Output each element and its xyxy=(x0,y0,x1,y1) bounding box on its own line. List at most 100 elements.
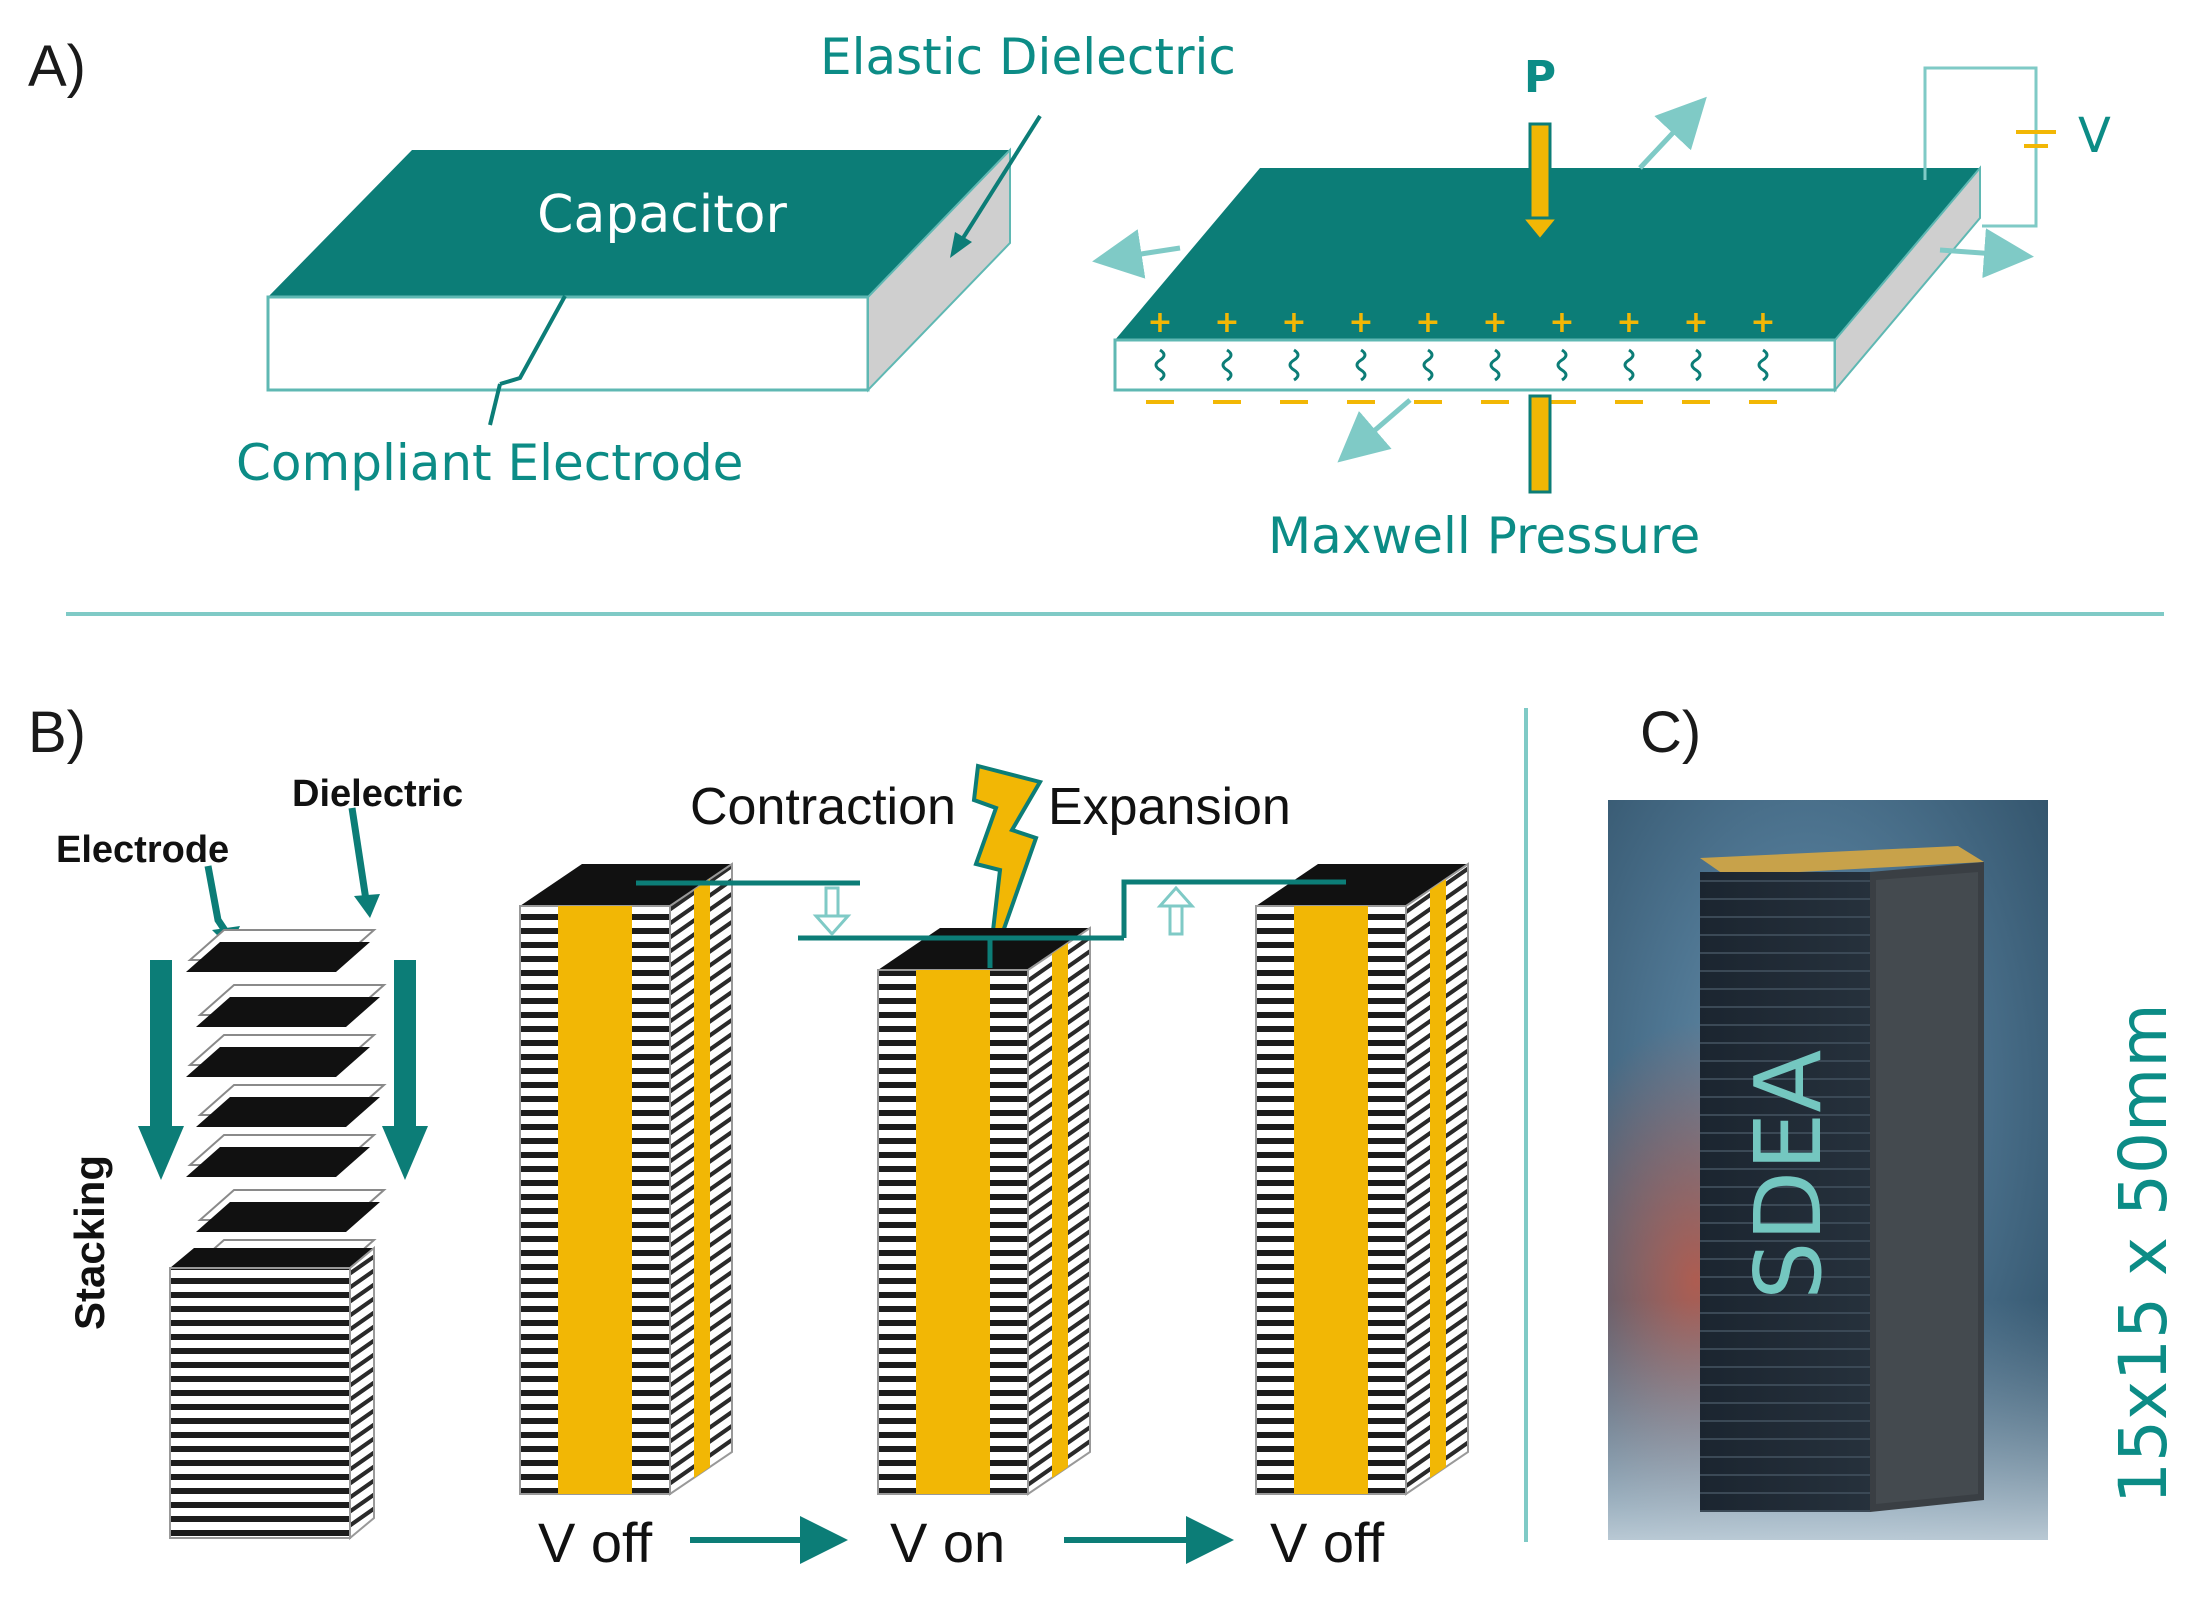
stacking-label: Stacking xyxy=(66,1155,113,1330)
contraction-label: Contraction xyxy=(690,778,956,836)
expansion-arrow-icon xyxy=(1156,885,1196,936)
positive-charge: + xyxy=(1415,305,1440,340)
panel-b-letter: B) xyxy=(28,700,86,765)
stacking-arrow-left-head xyxy=(138,1126,184,1180)
dielectric-pointer xyxy=(348,807,370,901)
spring-icon xyxy=(1221,348,1233,382)
stacking-sheets xyxy=(186,929,387,1282)
actuator-column xyxy=(877,926,1091,1496)
column-side-band xyxy=(1430,879,1446,1478)
elastic-dielectric-pointer xyxy=(956,114,1042,248)
spring-icon xyxy=(1154,348,1166,382)
negative-charge xyxy=(1213,400,1241,404)
capacitor-slab: Capacitor xyxy=(266,147,1011,393)
state-label-v-on: V on xyxy=(890,1511,1005,1574)
actuated-slab: ++++++++++ xyxy=(1113,165,1981,404)
column-side-band xyxy=(1052,943,1068,1478)
actuator-columns xyxy=(519,862,1469,1496)
column-dielectric-band xyxy=(1294,906,1368,1494)
positive-charge: + xyxy=(1549,305,1574,340)
sdea-photo: SDEA xyxy=(1608,800,2048,1540)
electrode-label: Electrode xyxy=(56,829,229,871)
dielectric-label: Dielectric xyxy=(292,773,463,815)
expansion-arrow-front xyxy=(1337,398,1412,463)
panel-b: B) Dielectric Electrode Stacking Contrac… xyxy=(28,700,1469,1574)
actuator-column xyxy=(1255,862,1469,1496)
negative-charge xyxy=(1481,400,1509,404)
column-top-electrode xyxy=(1256,864,1468,906)
sdea-block-layers xyxy=(1700,872,1870,1512)
sdea-block-side-shade xyxy=(1876,872,1978,1504)
elastic-dielectric-arrowhead xyxy=(950,232,972,258)
panel-a-letter: A) xyxy=(28,34,86,99)
stacking-arrow-left-shaft xyxy=(150,960,172,1130)
negative-charge xyxy=(1146,400,1174,404)
pressure-arrow-shaft-top xyxy=(1528,122,1552,224)
negative-charge xyxy=(1548,400,1576,404)
electrode-pointer xyxy=(204,865,229,934)
negative-charge xyxy=(1347,400,1375,404)
pressure-arrow-shaft-bottom xyxy=(1528,394,1552,494)
expansion-arrow-left xyxy=(1092,229,1181,279)
column-top-electrode xyxy=(520,864,732,906)
bottom-charges xyxy=(1146,400,1777,404)
column-side-band xyxy=(694,879,710,1478)
dielectric-pointer-head xyxy=(354,894,380,918)
actuator-column xyxy=(519,862,733,1496)
electrode-sheet xyxy=(186,1047,370,1077)
actuated-dielectric-side xyxy=(1834,165,1981,393)
sdea-device-text: SDEA xyxy=(1735,1050,1842,1300)
expansion-wire-top xyxy=(1121,879,1346,938)
electrode-sheet xyxy=(196,997,380,1027)
electrode-sheet xyxy=(196,1097,380,1127)
sdea-block-top xyxy=(1700,846,1984,876)
positive-charge: + xyxy=(1281,305,1306,340)
spring-icon xyxy=(1690,348,1702,382)
finished-stack xyxy=(169,1245,375,1541)
spring-icon xyxy=(1757,348,1769,382)
capacitor-top-electrode xyxy=(268,150,1010,297)
positive-charge: + xyxy=(1147,305,1172,340)
expansion-label: Expansion xyxy=(1048,778,1291,836)
panel-c: C) SDEA 15x15 x 50mm xyxy=(1608,700,2182,1540)
state-label-v-off-2: V off xyxy=(1270,1511,1385,1574)
negative-charge xyxy=(1682,400,1710,404)
spring-icon xyxy=(1355,348,1367,382)
spring-icon xyxy=(1422,348,1434,382)
dielectric-springs xyxy=(1154,348,1769,382)
spring-icon xyxy=(1556,348,1568,382)
positive-charge: + xyxy=(1616,305,1641,340)
positive-charge: + xyxy=(1482,305,1507,340)
negative-charge xyxy=(1280,400,1308,404)
spring-icon xyxy=(1489,348,1501,382)
expansion-arrow-right xyxy=(1939,228,2034,279)
electrode-sheet xyxy=(186,1147,370,1177)
spring-icon xyxy=(1623,348,1635,382)
actuated-top-electrode xyxy=(1115,168,1980,340)
column-dielectric-band xyxy=(558,906,632,1494)
panel-c-letter: C) xyxy=(1640,700,1701,765)
voltage-symbol: V xyxy=(2078,108,2111,164)
dimensions-label: 15x15 x 50mm xyxy=(2105,1003,2182,1504)
spring-icon xyxy=(1288,348,1300,382)
positive-charge: + xyxy=(1214,305,1239,340)
pressure-symbol: P xyxy=(1524,52,1556,103)
maxwell-pressure-label: Maxwell Pressure xyxy=(1268,507,1700,565)
capacitor-dielectric-side xyxy=(867,147,1011,393)
finished-stack-top xyxy=(170,1248,374,1268)
voltage-lightning-icon xyxy=(971,763,1044,975)
stacking-arrow-right-shaft xyxy=(394,960,416,1130)
finished-stack-front xyxy=(169,1267,351,1539)
top-charges: ++++++++++ xyxy=(1147,305,1775,340)
state-label-v-off-1: V off xyxy=(538,1511,653,1574)
compliant-electrode-label: Compliant Electrode xyxy=(236,434,743,492)
negative-charge xyxy=(1414,400,1442,404)
panel-a: A) Capacitor Elastic Dielectric Complian… xyxy=(28,28,2111,565)
compliant-electrode-pointer-bottom xyxy=(488,383,502,426)
contraction-arrow-icon xyxy=(812,886,852,937)
stacking-arrow-right-head xyxy=(382,1126,428,1180)
positive-charge: + xyxy=(1683,305,1708,340)
positive-charge: + xyxy=(1348,305,1373,340)
negative-charge xyxy=(1615,400,1643,404)
